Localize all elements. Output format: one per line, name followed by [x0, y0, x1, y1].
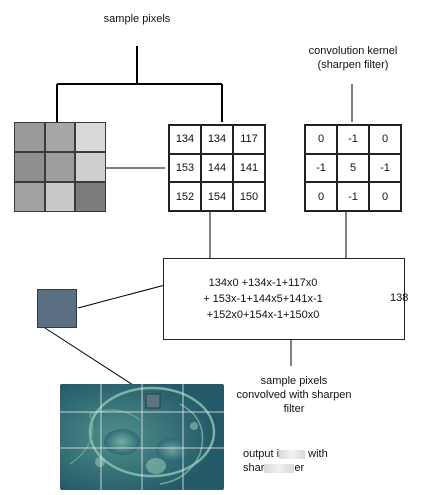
equation-line2: + 153x-1+144x5+141x-1: [203, 293, 323, 305]
pixel-to-equation-line: [77, 284, 166, 309]
kernel-label: convolution kernel (sharpen filter): [283, 44, 422, 72]
convolved-label-line1: sample pixels: [260, 375, 328, 387]
kernel-value-cell-2-2: 0: [369, 182, 401, 211]
sample-swatch-3: [15, 153, 44, 181]
sample-pixels-label: sample pixels: [103, 13, 171, 25]
cell-nucleus-1: [104, 429, 140, 455]
cell-membrane-2: [159, 403, 204, 485]
output-pixel: [37, 289, 77, 328]
convolved-label: sample pixels convolved with sharpen fil…: [224, 374, 364, 416]
sample-swatch-5: [76, 153, 105, 181]
cell-granule-2: [190, 422, 198, 430]
convolved-label-line3: filter: [283, 403, 305, 415]
kernel-value-cell-1-1: 5: [337, 153, 369, 183]
image-sample-pixel: [145, 393, 161, 409]
kernel-label-line2: (sharpen filter): [317, 59, 389, 71]
sample-value-cell-2-1: 154: [201, 182, 233, 211]
cell-nucleus-3: [146, 458, 166, 474]
cell-granule-1: [95, 457, 105, 467]
cell-membrane: [69, 409, 141, 465]
equation-result: 138: [390, 292, 409, 304]
sample-value-cell-1-1: 144: [201, 153, 233, 183]
kernel-value-cell-0-0: 0: [305, 125, 337, 154]
kernel-value-cell-0-2: 0: [369, 125, 401, 154]
sample-value-cell-2-0: 152: [169, 182, 201, 211]
kernel-value-cell-1-0: -1: [305, 153, 337, 183]
sample-value-cell-1-0: 153: [169, 153, 201, 183]
kernel-value-cell-1-2: -1: [369, 153, 401, 183]
output-label-line1-b: with: [308, 448, 328, 460]
sample-value-cell-1-2: 141: [233, 153, 265, 183]
equation-line3: +152x0+154x-1+150x0: [206, 309, 320, 321]
sample-value-cell-0-0: 134: [169, 125, 201, 154]
sample-pixel-swatches: [14, 122, 106, 212]
cell-outline: [88, 386, 216, 478]
output-label: output i with shar er: [243, 447, 353, 475]
sample-value-cell-0-2: 117: [233, 125, 265, 154]
sample-swatch-4: [45, 153, 75, 181]
kernel-value-cell-2-0: 0: [305, 182, 337, 211]
output-label-smudge-1: [279, 449, 306, 459]
sample-swatch-7: [45, 183, 75, 211]
cell-nucleus-2: [156, 438, 188, 462]
sample-swatch-8: [76, 183, 105, 211]
output-label-smudge-2: [264, 463, 295, 473]
output-label-line1: output i: [243, 448, 280, 460]
kernel-value-cell-0-1: -1: [337, 125, 369, 154]
output-label-line2-b: er: [294, 462, 305, 474]
sample-value-cell-2-2: 150: [233, 182, 265, 211]
output-image-graphic: [60, 384, 224, 490]
sample-swatch-1: [45, 123, 75, 151]
kernel-label-line1: convolution kernel: [308, 45, 398, 57]
equation-line1: 134x0 +134x-1+117x0: [208, 277, 318, 289]
equation-box: 134x0 +134x-1+117x0 + 153x-1+144x5+141x-…: [163, 258, 408, 340]
sample-value-cell-0-1: 134: [201, 125, 233, 154]
sample-swatch-6: [15, 183, 44, 211]
output-label-line2: shar: [243, 462, 265, 474]
sample-swatch-2: [76, 123, 105, 151]
kernel-value-cell-2-1: -1: [337, 182, 369, 211]
output-image: [60, 384, 224, 490]
sample-swatch-0: [15, 123, 44, 151]
convolved-label-line2: convolved with sharpen: [236, 389, 352, 401]
